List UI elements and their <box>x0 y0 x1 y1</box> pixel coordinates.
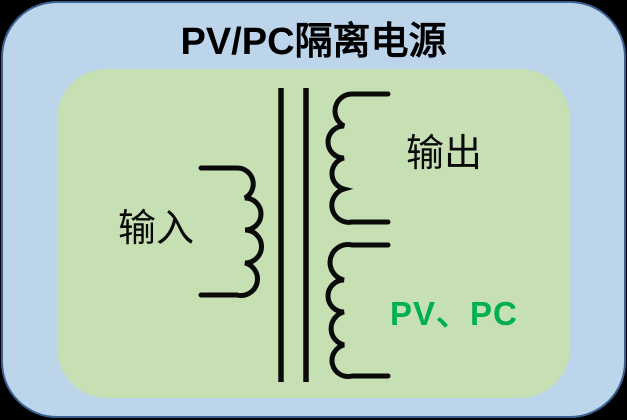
inner-rounded-panel <box>57 69 570 398</box>
secondary-coil-top-icon <box>325 91 391 225</box>
output-label: 输出 <box>406 131 483 175</box>
pvpc-label: PV、PC <box>390 295 518 332</box>
diagram-title: PV/PC隔离电源 <box>180 21 447 63</box>
primary-coil-icon <box>198 165 264 298</box>
input-label: 输入 <box>118 206 195 250</box>
secondary-coil-bottom-icon <box>325 242 391 379</box>
